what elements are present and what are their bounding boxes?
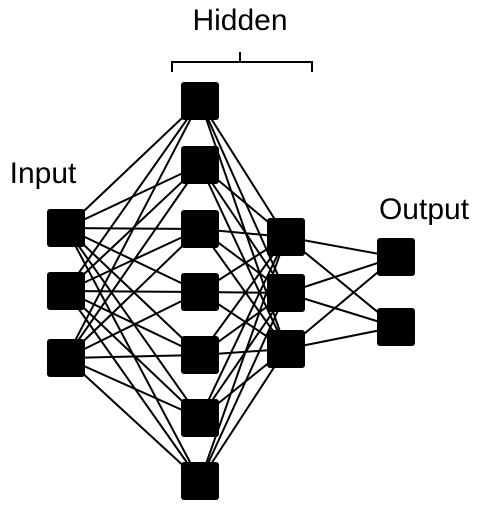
neurons: [47, 82, 415, 500]
edge-hidden-1-2-to-hidden-2-2: [199, 228, 287, 350]
hidden-label: Hidden: [192, 4, 287, 37]
edge-hidden-1-4-to-hidden-2-0: [199, 236, 287, 356]
neuron-hidden-2-1: [267, 274, 305, 312]
edge-input-2-to-hidden-1-4: [65, 354, 201, 359]
output-label: Output: [379, 193, 470, 226]
edge-input-1-to-hidden-1-6: [65, 290, 201, 482]
neuron-input-0: [47, 209, 85, 247]
connections: [65, 100, 397, 482]
edge-input-2-to-hidden-1-6: [65, 357, 201, 482]
edge-hidden-1-5-to-hidden-2-1: [199, 292, 287, 419]
edge-hidden-1-1-to-hidden-2-1: [199, 164, 287, 294]
edge-input-2-to-hidden-1-2: [65, 228, 201, 359]
edge-input-2-to-hidden-1-0: [65, 100, 201, 359]
neuron-hidden-1-3: [181, 273, 219, 311]
neuron-hidden-2-0: [267, 218, 305, 256]
neuron-hidden-1-6: [181, 462, 219, 500]
edge-input-2-to-hidden-1-1: [65, 164, 201, 359]
neuron-output-1: [377, 308, 415, 346]
input-label: Input: [10, 157, 77, 190]
neuron-input-2: [47, 339, 85, 377]
edge-hidden-1-0-to-hidden-2-1: [199, 100, 287, 294]
neuron-hidden-1-2: [181, 210, 219, 248]
edge-input-1-to-hidden-1-5: [65, 290, 201, 419]
edge-input-1-to-hidden-1-0: [65, 100, 201, 292]
neuron-hidden-1-5: [181, 399, 219, 437]
edge-hidden-1-1-to-hidden-2-2: [199, 164, 287, 350]
neuron-hidden-1-4: [181, 336, 219, 374]
neuron-hidden-2-2: [267, 330, 305, 368]
neuron-input-1: [47, 272, 85, 310]
neuron-output-0: [377, 238, 415, 276]
edge-input-1-to-hidden-1-3: [65, 290, 201, 293]
edge-hidden-1-6-to-hidden-2-2: [199, 348, 287, 482]
edge-hidden-1-5-to-hidden-2-0: [199, 236, 287, 419]
edge-hidden-1-0-to-hidden-2-0: [199, 100, 287, 238]
edge-input-2-to-hidden-1-5: [65, 357, 201, 419]
edge-input-1-to-hidden-1-4: [65, 290, 201, 356]
edge-input-2-to-hidden-1-3: [65, 291, 201, 359]
neuron-hidden-1-1: [181, 146, 219, 184]
neuron-hidden-1-0: [181, 82, 219, 120]
edge-hidden-1-6-to-hidden-2-1: [199, 292, 287, 482]
hidden-layer-bracket: [171, 52, 313, 72]
edge-input-0-to-hidden-1-0: [65, 100, 201, 229]
